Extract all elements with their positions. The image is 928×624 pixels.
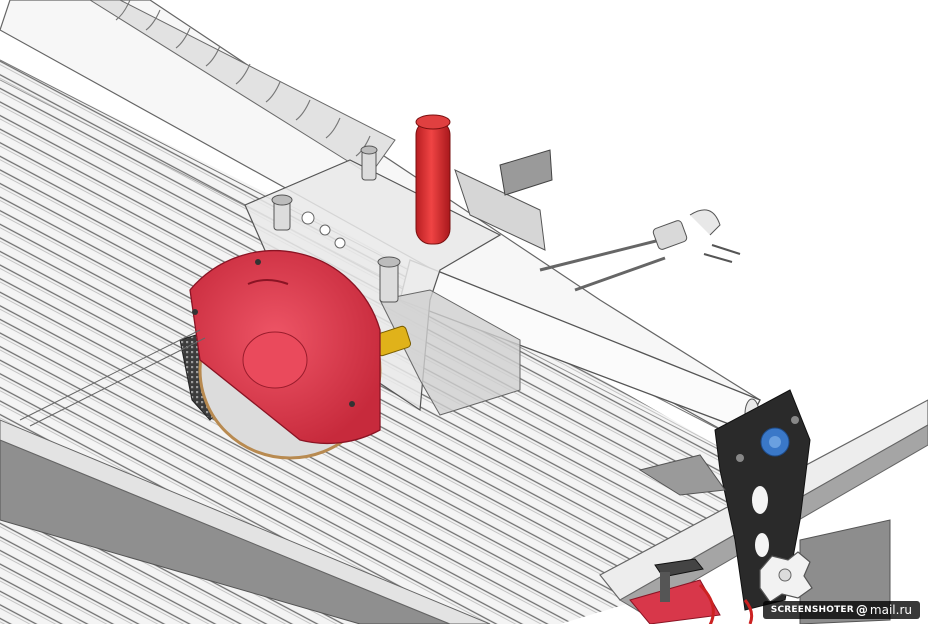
- carriage-knob: [360, 145, 378, 181]
- red-wire: [743, 599, 754, 624]
- watermark-brand: SCREENSHOTER: [770, 605, 854, 615]
- screenshoter-watermark: SCREENSHOTER @ mail.ru: [762, 601, 920, 619]
- red-tray: [629, 579, 721, 624]
- blade-guard: [189, 249, 381, 445]
- carriage-knob: [377, 256, 401, 303]
- wedge-plate: [638, 454, 726, 496]
- wire-rods: [19, 329, 206, 427]
- clamp-lever: [654, 558, 704, 602]
- housing-hole: [319, 224, 331, 236]
- red-wire: [698, 583, 715, 624]
- red-handle: [415, 114, 451, 245]
- housing-hole: [334, 237, 346, 249]
- rear-mechanism: [454, 169, 546, 251]
- housing-hole: [301, 211, 315, 225]
- white-star-knob: [759, 551, 813, 603]
- power-cable: [539, 209, 741, 292]
- carriage-knob: [271, 194, 293, 231]
- rear-bracket: [499, 149, 553, 196]
- motor-block: [379, 289, 521, 416]
- watermark-at-sign: @: [855, 603, 868, 617]
- corrugated-tube: [89, 0, 396, 176]
- watermark-domain: mail.ru: [869, 603, 912, 617]
- blue-knob: [760, 427, 790, 457]
- left-frame-rail-top: [0, 419, 491, 624]
